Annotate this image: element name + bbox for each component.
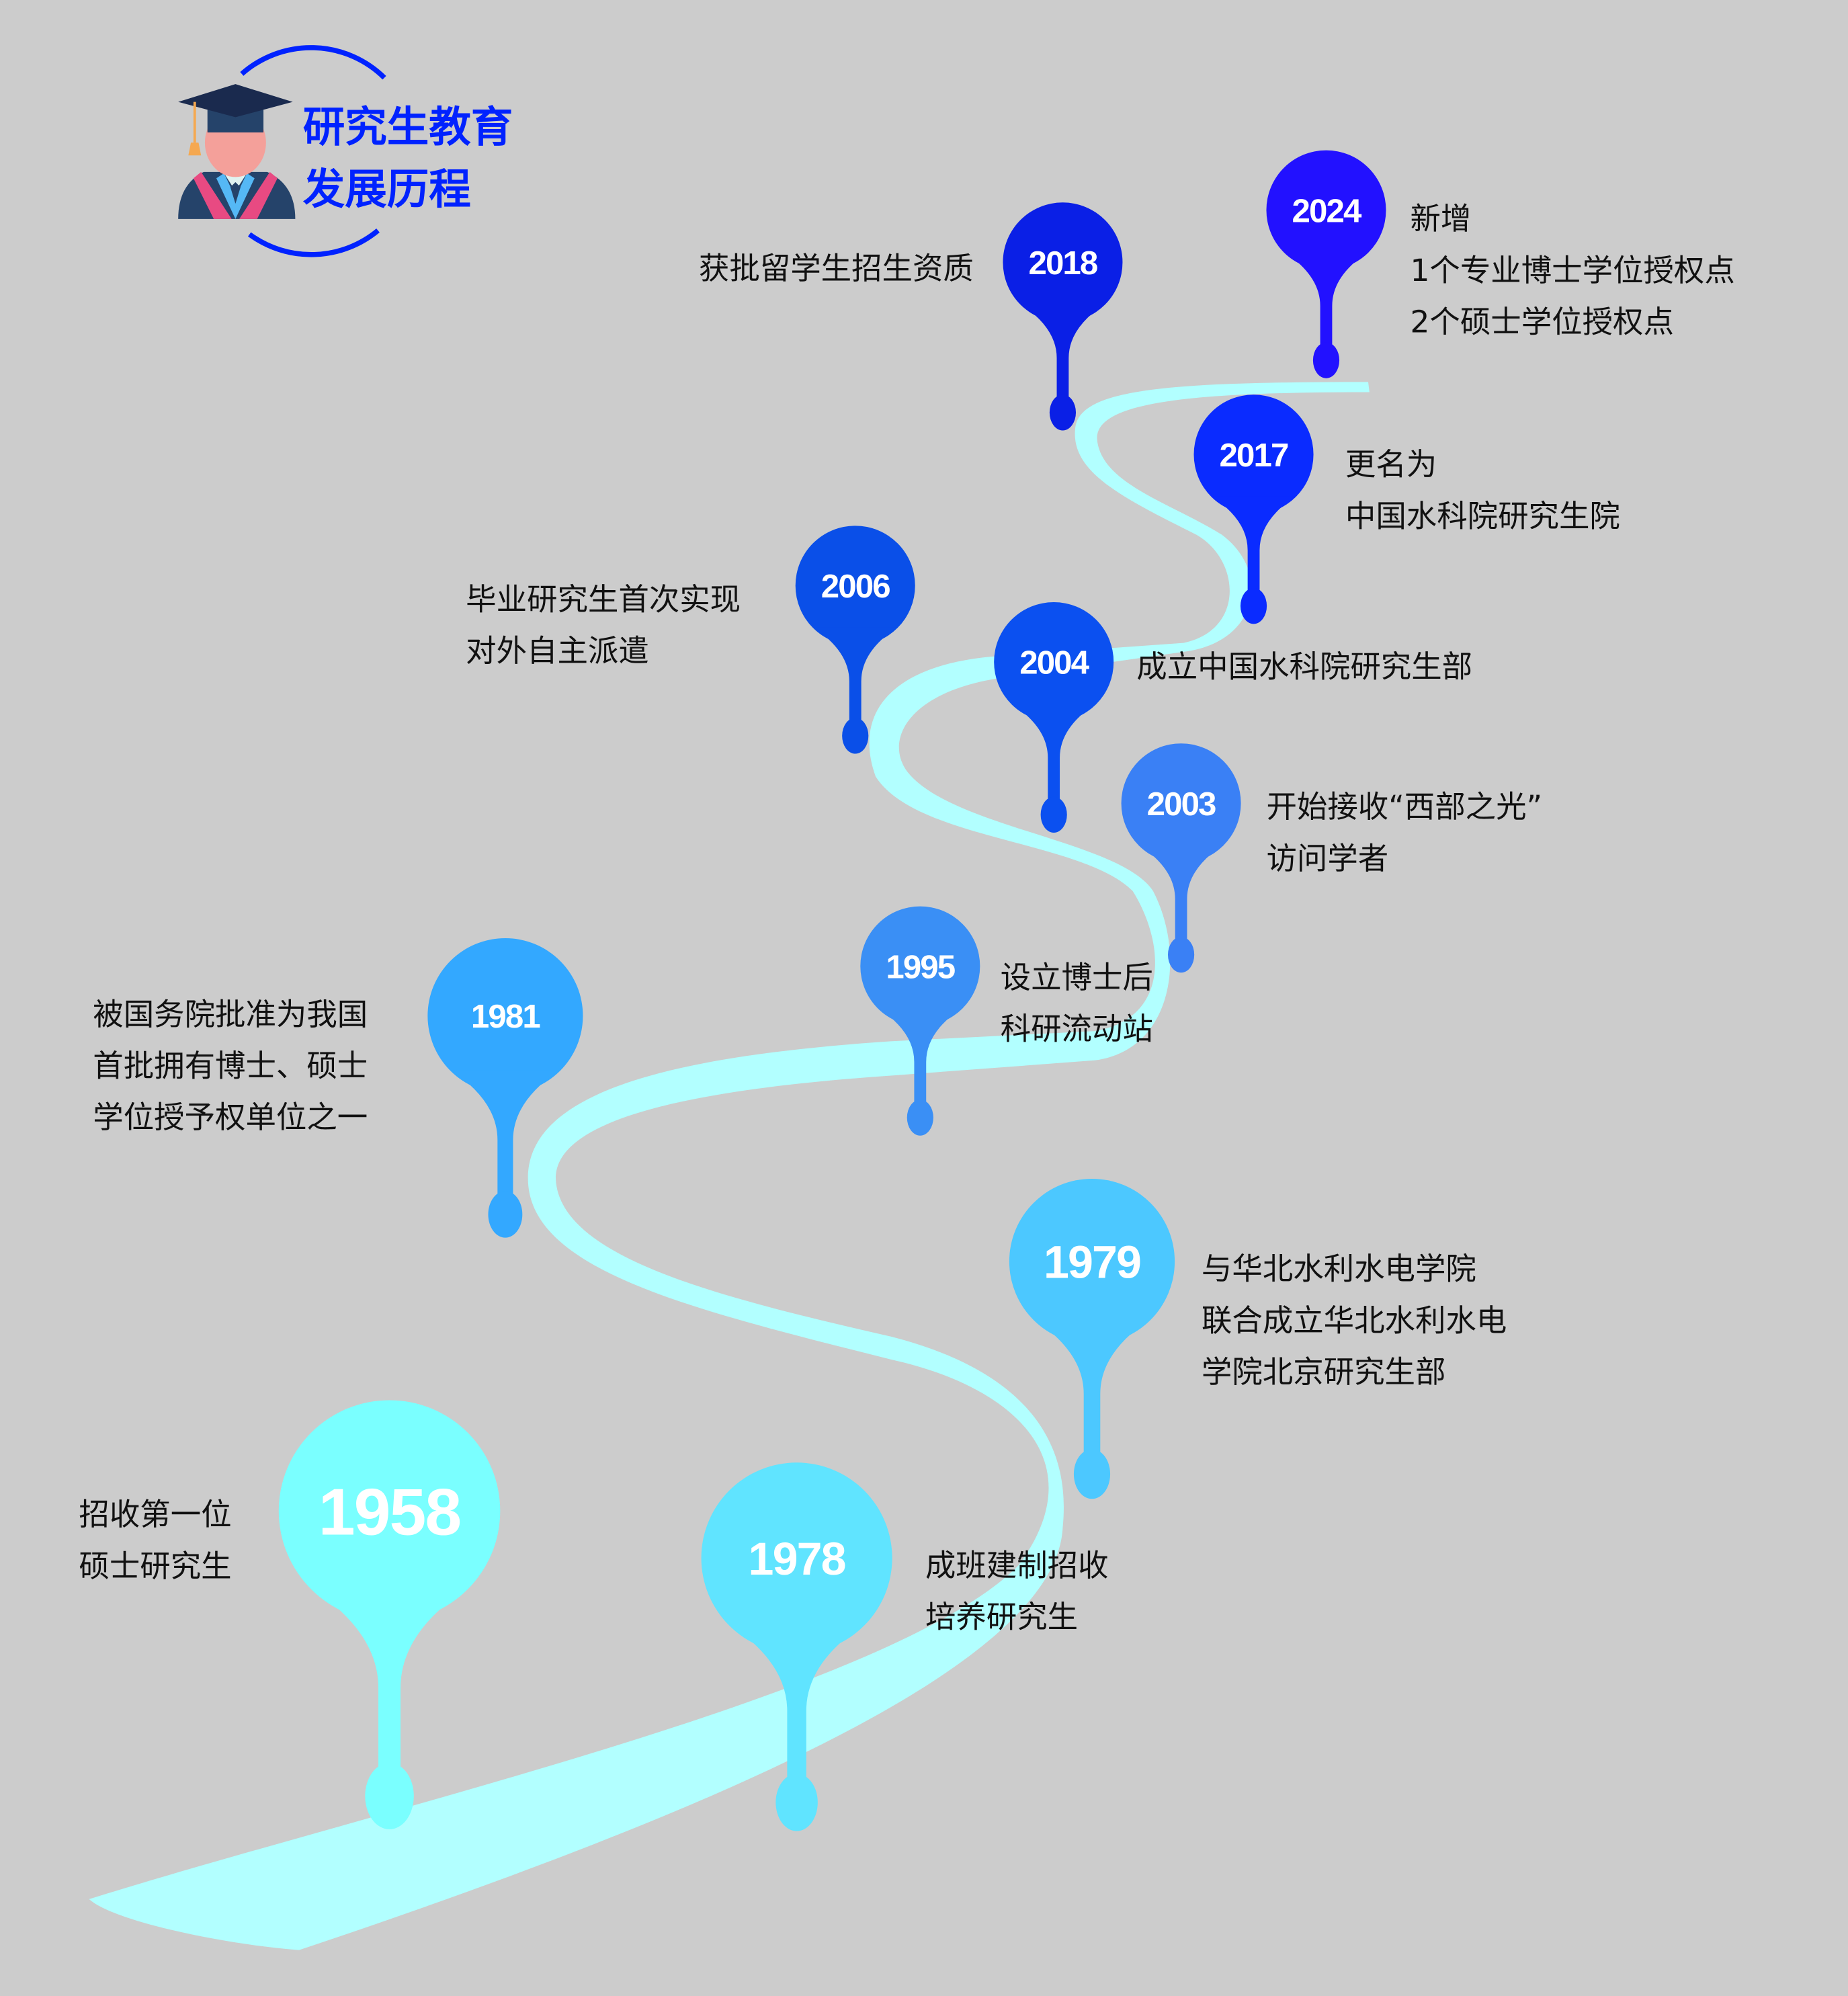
pin-stem — [312, 1588, 467, 1786]
year-label: 2024 — [1292, 192, 1362, 229]
milestone-description: 开始接收“西部之光” — [1266, 789, 1542, 825]
milestone-description: 与华北水利水电学院 — [1202, 1251, 1476, 1287]
year-label: 1995 — [886, 948, 955, 985]
milestone-description: 联合成立华北水利水电 — [1202, 1302, 1507, 1338]
year-label: 1958 — [319, 1475, 460, 1549]
pin-drop — [775, 1774, 818, 1831]
pin-stem — [451, 1070, 560, 1204]
pin-stem — [1139, 845, 1223, 945]
pin-head — [1009, 1178, 1175, 1345]
milestone-description: 科研流动站 — [1001, 1011, 1153, 1047]
pin-head — [1003, 202, 1123, 323]
milestone-description: 被国务院批准为我国 — [93, 997, 368, 1032]
pin-head — [1266, 150, 1386, 270]
pin-stem — [1021, 304, 1105, 403]
milestone-description: 获批留学生招生资质 — [699, 251, 974, 286]
winding-road — [89, 382, 1370, 1950]
year-label: 1978 — [749, 1534, 845, 1585]
pin-drop — [1312, 342, 1340, 378]
milestone-description: 2个硕士学位授权点 — [1410, 304, 1673, 339]
year-label: 2006 — [821, 568, 890, 605]
pin-drop — [842, 718, 869, 754]
milestone-description: 成班建制招收 — [925, 1548, 1109, 1583]
milestone-description: 培养研究生 — [925, 1599, 1078, 1635]
milestone-description: 1个专业博士学位授权点 — [1410, 253, 1734, 288]
title-line-2: 发展历程 — [303, 164, 471, 214]
pin-head — [427, 938, 583, 1094]
milestone-2024: 2024 新增 1个专业博士学位授权点 2个硕士学位授权点 — [1266, 150, 1735, 378]
year-label: 1979 — [1044, 1237, 1140, 1288]
pin-drop — [1073, 1449, 1111, 1499]
milestone-description: 新增 — [1410, 201, 1471, 237]
milestone-description: 首批拥有博士、硕士 — [93, 1048, 368, 1083]
year-label: 2017 — [1220, 437, 1288, 474]
arc-bottom — [247, 228, 380, 257]
year-label: 2004 — [1019, 644, 1089, 681]
pin-head — [994, 601, 1114, 722]
milestone-description: 招收第一位 — [79, 1497, 231, 1532]
milestone-2003: 2003 开始接收“西部之光” 访问学者 — [1121, 743, 1542, 973]
header-logo: 研究生教育 发展历程 — [178, 45, 513, 257]
pin-stem — [878, 1007, 962, 1108]
milestone-description: 更名为 — [1345, 447, 1437, 483]
milestone-description: 中国水科院研究生院 — [1345, 498, 1620, 534]
pin-head — [1193, 394, 1314, 515]
year-label: 1981 — [471, 998, 540, 1035]
milestone-2004: 2004 成立中国水科院研究生部 — [994, 601, 1472, 833]
milestone-description: 对外自主派遣 — [466, 633, 649, 669]
title-line-1: 研究生教育 — [303, 101, 513, 151]
milestone-description: 设立博士后 — [1001, 960, 1153, 995]
arc-top — [240, 45, 386, 80]
pin-stem — [1034, 1319, 1150, 1464]
graduate-icon — [178, 84, 296, 219]
pin-head — [795, 526, 915, 646]
pin-drop — [365, 1763, 414, 1829]
milestone-description: 毕业研究生首次实现 — [466, 581, 741, 617]
pin-head — [1121, 743, 1241, 864]
pin-head — [860, 906, 980, 1026]
pin-stem — [1011, 704, 1096, 805]
pin-drop — [907, 1099, 933, 1136]
pin-stem — [730, 1624, 864, 1792]
pin-drop — [1167, 936, 1195, 973]
milestone-description: 学位授予权单位之一 — [93, 1099, 368, 1135]
pin-drop — [1240, 587, 1267, 624]
pin-head — [278, 1400, 501, 1622]
year-label: 2003 — [1147, 786, 1216, 823]
pin-drop — [1040, 796, 1067, 833]
pin-stem — [813, 627, 898, 726]
milestone-2018: 2018 获批留学生招生资质 — [699, 202, 1123, 431]
pin-stem — [1212, 496, 1296, 596]
pin-drop — [488, 1191, 523, 1238]
milestone-description: 硕士研究生 — [79, 1548, 231, 1584]
milestone-description: 访问学者 — [1266, 841, 1388, 876]
milestone-description: 学院北京研究生部 — [1202, 1354, 1446, 1390]
year-label: 2018 — [1028, 245, 1097, 282]
milestone-description: 成立中国水科院研究生部 — [1136, 649, 1472, 685]
pin-stem — [1284, 251, 1368, 350]
pin-head — [701, 1462, 892, 1654]
pin-drop — [1049, 394, 1077, 431]
